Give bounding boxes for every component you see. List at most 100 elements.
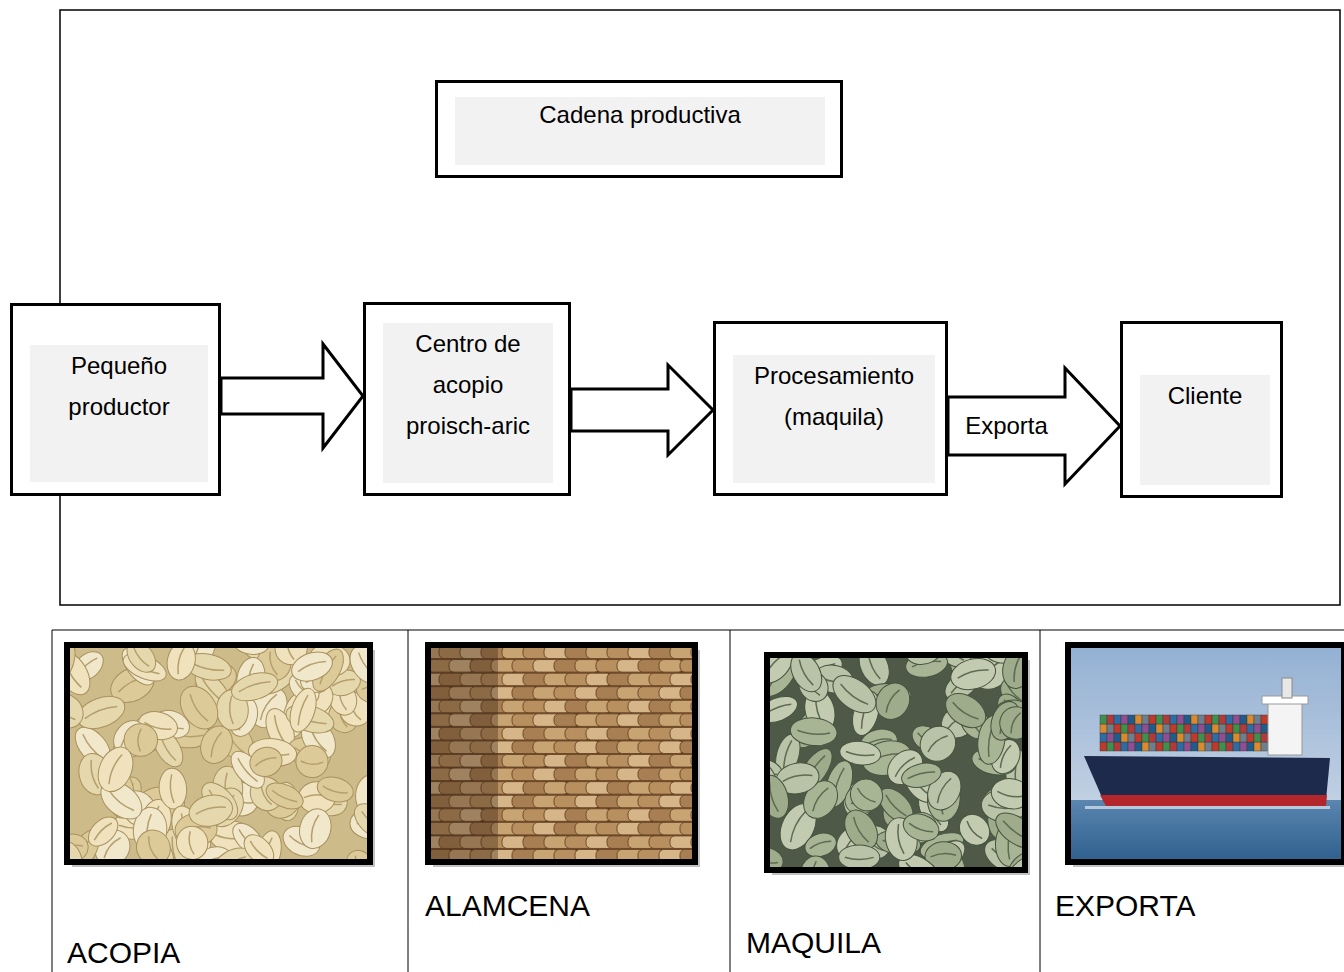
bean-body [1002, 848, 1025, 870]
process-box: Pequeño productor [10, 303, 221, 496]
bean [163, 645, 199, 683]
container [1114, 742, 1121, 751]
bean-crease [951, 702, 978, 721]
coffee-beans-photo [36, 613, 401, 897]
bean-body [995, 702, 1025, 745]
container [1205, 724, 1212, 733]
bean-crease [137, 729, 141, 752]
container [1100, 724, 1107, 733]
container [1212, 742, 1219, 751]
container [1254, 715, 1261, 724]
process-box: Cliente [1120, 321, 1283, 498]
container [1100, 742, 1107, 751]
container [1205, 733, 1212, 742]
container [1240, 715, 1247, 724]
bean-body [67, 686, 90, 735]
bean-crease [997, 791, 1025, 798]
container [1156, 742, 1163, 751]
box-fill: Cliente [1140, 375, 1270, 485]
container [1233, 724, 1240, 733]
container [1226, 742, 1233, 751]
container [1142, 733, 1149, 742]
container [1107, 724, 1114, 733]
box-text: Cadena productiva [460, 97, 820, 133]
box-text: Pequeño productor [34, 345, 204, 427]
container [1212, 715, 1219, 724]
container [1191, 742, 1198, 751]
bean-crease [767, 702, 791, 714]
bean-crease [856, 788, 876, 804]
bean-crease [1002, 821, 1025, 842]
bean [784, 655, 828, 697]
container [1177, 715, 1184, 724]
bean [295, 805, 335, 852]
process-box: Procesamiento (maquila) [713, 321, 948, 496]
bean [131, 825, 175, 862]
bean [343, 645, 370, 691]
bean [67, 686, 90, 735]
bean-crease [846, 752, 875, 757]
container [1156, 724, 1163, 733]
container [1107, 742, 1114, 751]
photo-content [767, 655, 1025, 870]
bean [789, 716, 838, 748]
container [1226, 715, 1233, 724]
box-fill: Cadena productiva [455, 97, 825, 165]
container [1177, 742, 1184, 751]
container [1254, 733, 1261, 742]
bean [295, 745, 329, 779]
table-cell-label: EXPORTA [1055, 891, 1196, 921]
container [1128, 724, 1135, 733]
container [1135, 733, 1142, 742]
bean-body [953, 808, 996, 851]
container [1149, 742, 1156, 751]
container [1184, 724, 1191, 733]
bean-crease [839, 684, 868, 706]
container [1233, 715, 1240, 724]
container [1128, 715, 1135, 724]
container [1142, 715, 1149, 724]
bean-body [767, 772, 793, 822]
sea [1068, 800, 1344, 862]
bean [348, 797, 370, 847]
photo-content [67, 645, 370, 862]
bean-crease [908, 823, 933, 834]
container [1114, 715, 1121, 724]
container [1254, 742, 1261, 751]
bean-crease [896, 824, 904, 854]
bean-crease [169, 774, 174, 803]
bean [121, 645, 161, 678]
container [1212, 733, 1219, 742]
bean-body [869, 677, 916, 726]
container [1100, 733, 1107, 742]
bean-body [295, 745, 329, 779]
photo-border [767, 655, 1025, 870]
bean [998, 655, 1025, 692]
bean-crease [296, 694, 308, 725]
bean-body [245, 742, 286, 781]
bean-crease [106, 753, 122, 784]
outer-frame [60, 10, 1340, 605]
container [1163, 724, 1170, 733]
bean-body [92, 742, 140, 797]
bean-crease [782, 773, 812, 781]
container [1121, 715, 1128, 724]
bean-crease [107, 790, 134, 813]
bean-body [802, 829, 840, 861]
container [1261, 733, 1268, 742]
container [1170, 742, 1177, 751]
bean-body [186, 791, 236, 831]
bean-body [839, 845, 880, 870]
bean-crease [1009, 712, 1021, 734]
container [1128, 742, 1135, 751]
bean-crease [930, 853, 956, 857]
container [1135, 724, 1142, 733]
box-fill: Centro de acopio proisch-aric [383, 323, 553, 483]
hull-bottom [1100, 795, 1327, 806]
bean [186, 791, 236, 831]
bean-crease [845, 857, 874, 859]
container [1212, 724, 1219, 733]
bean-crease [84, 704, 117, 719]
box-text: Cliente [1144, 375, 1266, 416]
container [1163, 742, 1170, 751]
